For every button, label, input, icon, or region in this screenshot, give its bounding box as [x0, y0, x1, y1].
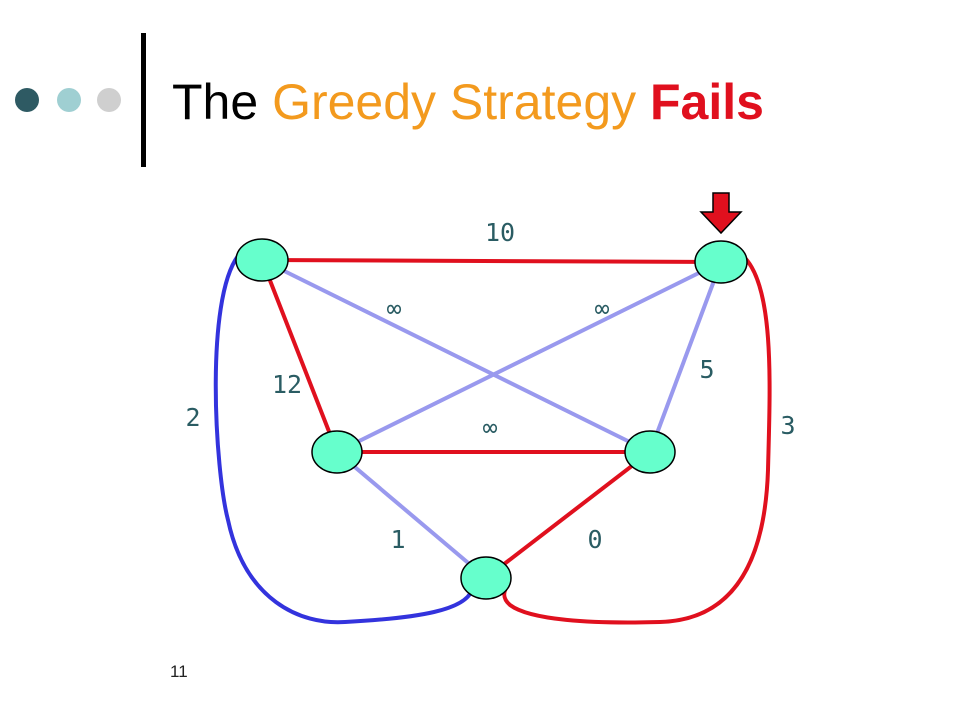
edge-label-middle-left-middle-right: ∞	[482, 413, 497, 442]
node-top-right	[694, 240, 748, 284]
title-part-emphasis: Fails	[636, 74, 764, 130]
edge-top-right-bottom	[502, 256, 772, 625]
edge-middle-right-bottom	[484, 450, 652, 580]
node-middle-right	[624, 430, 676, 474]
edge-top-right-middle-right	[648, 261, 723, 453]
node-top-left	[235, 238, 289, 282]
edge-top-left-top-right	[261, 258, 722, 264]
edge-label-middle-left-bottom: 1	[390, 525, 405, 554]
header-divider	[141, 33, 146, 167]
title-part-plain: The	[172, 74, 273, 130]
edge-top-right-middle-left	[336, 260, 722, 454]
edge-top-left-bottom	[213, 254, 474, 625]
edge-label-top-right-middle-left: ∞	[594, 294, 609, 323]
edge-top-left-middle-left	[260, 259, 339, 453]
edge-label-top-right-middle-right: 5	[699, 355, 714, 384]
header-dot-light	[97, 88, 121, 112]
slide-title: The Greedy Strategy Fails	[172, 72, 764, 132]
edge-label-top-right-bottom: 3	[780, 411, 795, 440]
title-part-highlight: Greedy Strategy	[272, 74, 637, 130]
slide-number: 11	[170, 662, 188, 681]
header-dot-mid	[57, 88, 81, 112]
header-dot-dark	[15, 88, 39, 112]
edge-middle-left-bottom	[335, 450, 488, 580]
node-middle-left	[311, 430, 363, 474]
node-bottom	[460, 556, 512, 600]
edge-top-left-middle-right	[261, 258, 651, 454]
edge-label-top-left-middle-left: 12	[272, 370, 302, 399]
edge-label-top-left-middle-right: ∞	[386, 294, 401, 323]
start-arrow-icon	[699, 192, 743, 235]
edge-label-middle-right-bottom: 0	[587, 525, 602, 554]
edge-label-top-left-top-right: 10	[485, 218, 515, 247]
edge-label-top-left-bottom: 2	[185, 403, 200, 432]
